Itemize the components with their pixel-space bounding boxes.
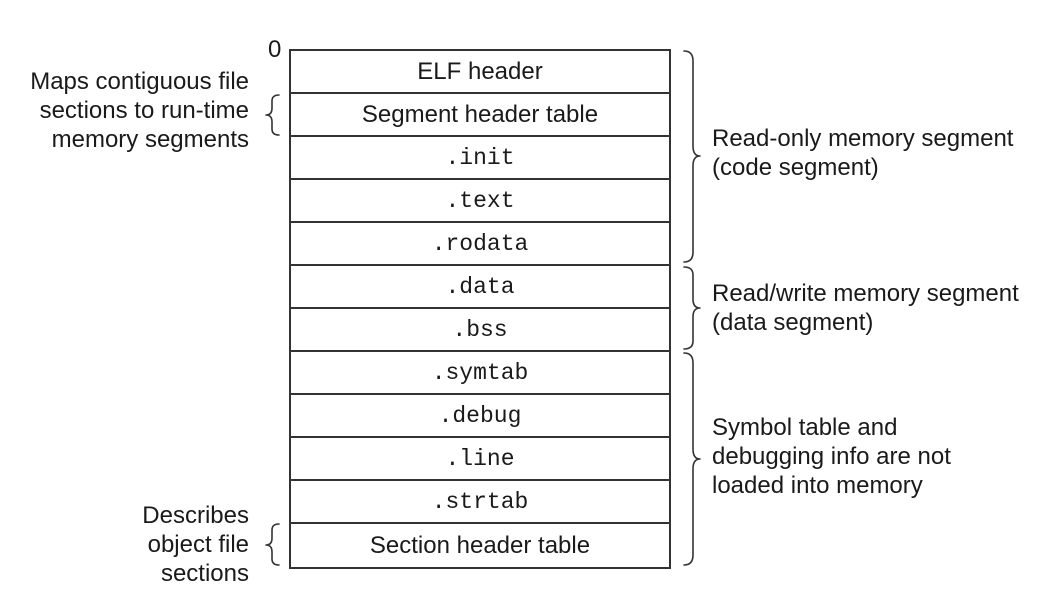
read-write-segment-annotation: Read/write memory segment (data segment) [712, 279, 1019, 337]
row-segment-header-table: Segment header table [291, 94, 669, 137]
annotation-line: Maps contiguous file [30, 68, 249, 95]
section-header-annotation: Describes object file sections [142, 501, 249, 588]
row-section-header-table: Section header table [369, 531, 591, 559]
row-text: .text [291, 180, 669, 223]
annotation-line: (data segment) [712, 309, 874, 336]
symbol-debug-brace [683, 352, 701, 566]
segment-header-annotation: Maps contiguous file sections to run-tim… [30, 67, 249, 154]
annotation-line: Read-only memory segment [712, 125, 1014, 152]
annotation-line: sections to run-time [39, 97, 249, 124]
row-line: .line [291, 438, 669, 481]
row-symtab: .symtab [291, 352, 669, 395]
annotation-line: (code segment) [712, 154, 879, 181]
read-only-brace [683, 50, 701, 263]
row-rodata: .rodata [291, 223, 669, 266]
elf-layout-table: ELF header Segment header table .init .t… [289, 49, 671, 569]
annotation-line: Read/write memory segment [712, 280, 1019, 307]
segment-header-brace [265, 94, 280, 136]
row-strtab: .strtab [291, 481, 669, 524]
row-debug: .debug [291, 395, 669, 438]
annotation-line: Describes [142, 502, 249, 529]
annotation-line: memory segments [51, 126, 249, 153]
section-header-brace [265, 523, 280, 566]
annotation-line: sections [160, 560, 249, 587]
read-only-segment-annotation: Read-only memory segment (code segment) [712, 124, 1013, 182]
annotation-line: object file [147, 531, 249, 558]
annotation-line: Symbol table and [712, 414, 898, 441]
row-data: .data [291, 266, 669, 309]
row-bss: .bss [291, 309, 669, 352]
symbol-debug-annotation: Symbol table and debugging info are not … [712, 413, 951, 500]
offset-zero-label: 0 [268, 36, 282, 63]
annotation-line: loaded into memory [712, 472, 923, 499]
row-init: .init [291, 137, 669, 180]
row-elf-header: ELF header [291, 51, 669, 94]
annotation-line: debugging info are not [712, 443, 951, 470]
read-write-brace [683, 266, 701, 350]
